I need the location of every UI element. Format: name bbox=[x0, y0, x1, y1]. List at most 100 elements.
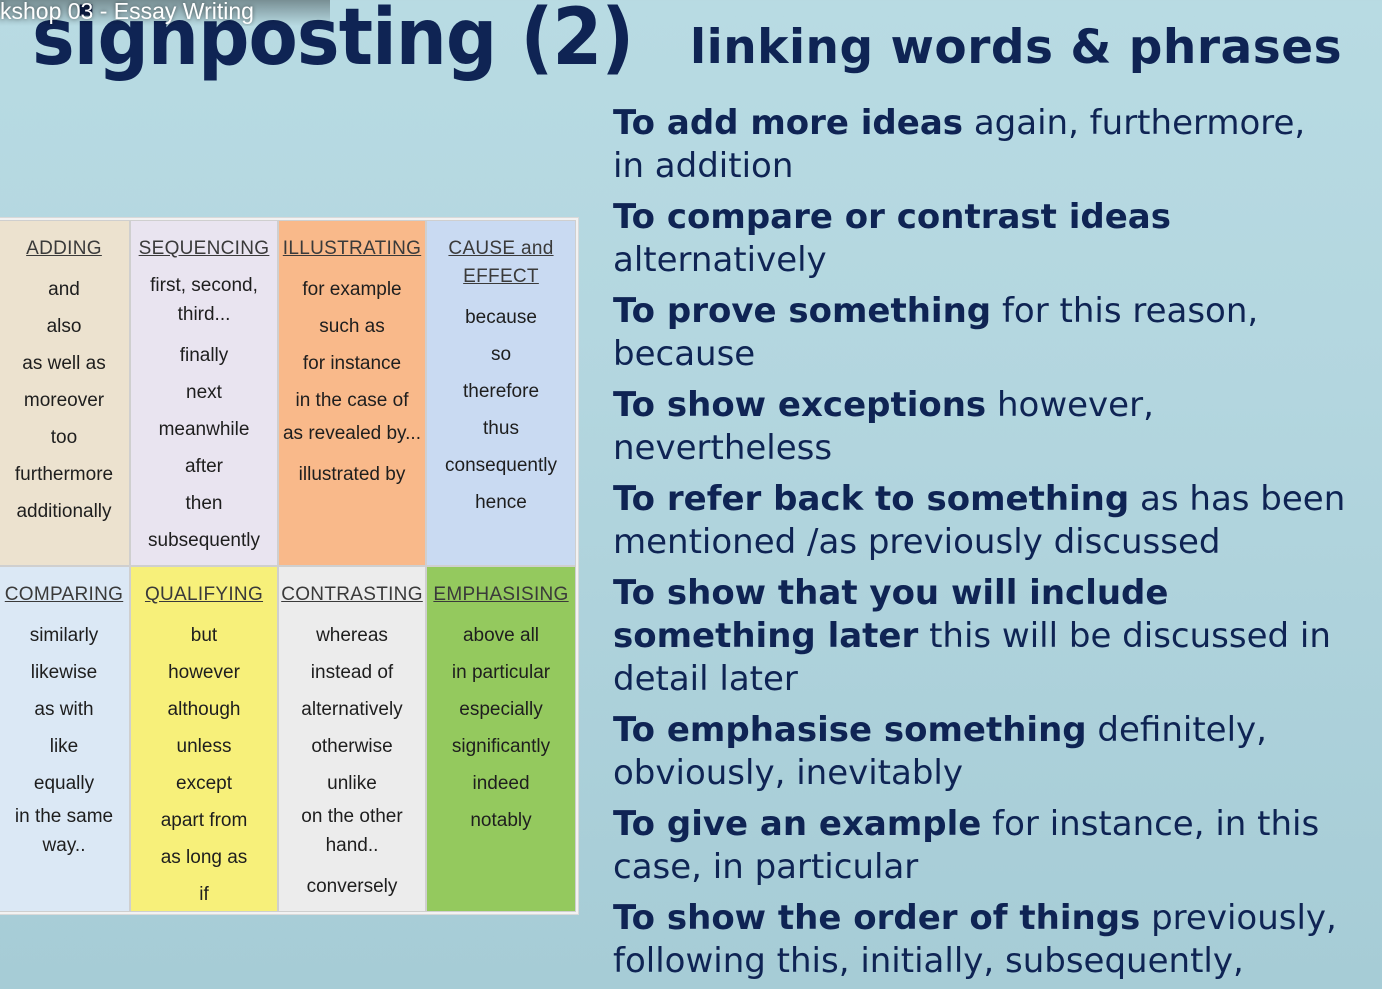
slide-subtitle: linking words & phrases bbox=[690, 20, 1343, 75]
linking-word: hence bbox=[475, 492, 527, 513]
linking-word: also bbox=[46, 316, 82, 337]
linking-word: indeed bbox=[472, 773, 530, 794]
linking-word: instead of bbox=[310, 662, 394, 683]
category-qualifying: QUALIFYING but however although unless e… bbox=[130, 566, 278, 912]
list-item: To show exceptions however, nevertheless bbox=[613, 384, 1382, 470]
linking-word: except bbox=[176, 773, 232, 794]
list-item: To prove something for this reason, beca… bbox=[613, 290, 1382, 376]
linking-word: whereas bbox=[316, 625, 388, 646]
video-title: kshop 03 - Essay Writing bbox=[0, 0, 330, 26]
linking-word: after bbox=[184, 456, 224, 477]
linking-word: as well as bbox=[22, 353, 106, 374]
linking-phrases-list: To add more ideas again, furthermore, in… bbox=[613, 102, 1382, 989]
category-heading: ADDING bbox=[26, 238, 102, 259]
note-examples: as has been mentioned /as previously dis… bbox=[613, 479, 1346, 562]
linking-word: too bbox=[50, 427, 78, 448]
list-item: To refer back to something as has been m… bbox=[613, 478, 1382, 564]
linking-word: on the other hand.. bbox=[301, 806, 403, 856]
linking-word: additionally bbox=[16, 501, 112, 522]
category-heading: QUALIFYING bbox=[144, 584, 264, 605]
linking-word: such as bbox=[319, 316, 385, 337]
linking-word: and bbox=[48, 279, 80, 300]
linking-words-grid: ADDING and also as well as moreover too … bbox=[0, 218, 578, 914]
linking-word: furthermore bbox=[14, 464, 114, 485]
list-item: To show the order of things previously, … bbox=[613, 897, 1382, 983]
list-item: To show that you will include something … bbox=[613, 572, 1382, 701]
category-contrasting: CONTRASTING whereas instead of alternati… bbox=[278, 566, 426, 912]
note-heading: To compare or contrast ideas bbox=[613, 197, 1171, 237]
linking-word: alternatively bbox=[301, 699, 403, 720]
note-heading: To refer back to something bbox=[613, 479, 1130, 519]
linking-word: significantly bbox=[451, 736, 551, 757]
note-examples: however, nevertheless bbox=[613, 385, 1154, 468]
category-heading: SEQUENCING bbox=[138, 238, 270, 259]
linking-word: otherwise bbox=[311, 736, 393, 757]
note-examples: previously, following this, initially, s… bbox=[613, 898, 1337, 981]
linking-word: however bbox=[168, 662, 240, 683]
linking-word: if bbox=[199, 884, 209, 905]
linking-word: as revealed by... bbox=[282, 423, 421, 444]
category-sequencing: SEQUENCING first, second, third... final… bbox=[130, 220, 278, 566]
linking-word: although bbox=[167, 699, 241, 720]
category-emphasising: EMPHASISING above all in particular espe… bbox=[426, 566, 576, 912]
linking-word: thus bbox=[483, 418, 519, 439]
linking-word: apart from bbox=[160, 810, 248, 831]
linking-word: therefore bbox=[462, 381, 540, 402]
linking-word: as with bbox=[34, 699, 94, 720]
note-heading: To show exceptions bbox=[613, 385, 987, 425]
category-heading: CAUSE and EFFECT bbox=[448, 238, 554, 287]
linking-word: for example bbox=[302, 279, 402, 300]
linking-word: moreover bbox=[23, 390, 105, 411]
linking-word: similarly bbox=[29, 625, 99, 646]
category-cause-effect: CAUSE and EFFECT because so therefore th… bbox=[426, 220, 576, 566]
linking-word: notably bbox=[470, 810, 532, 831]
category-heading: EMPHASISING bbox=[433, 584, 569, 605]
linking-word: in particular bbox=[451, 662, 551, 683]
linking-word: first, second, third... bbox=[150, 275, 258, 325]
linking-word: so bbox=[490, 344, 512, 365]
linking-word: meanwhile bbox=[158, 419, 250, 440]
linking-word: because bbox=[465, 307, 537, 328]
linking-word: unlike bbox=[327, 773, 377, 794]
linking-word: in the same way.. bbox=[14, 806, 114, 856]
list-item: To compare or contrast ideas alternative… bbox=[613, 196, 1382, 282]
category-heading: CONTRASTING bbox=[281, 584, 423, 605]
category-comparing: COMPARING similarly likewise as with lik… bbox=[0, 566, 130, 912]
linking-word: likewise bbox=[30, 662, 98, 683]
category-heading: COMPARING bbox=[4, 584, 124, 605]
note-heading: To show the order of things bbox=[613, 898, 1141, 938]
note-examples: for this reason, because bbox=[613, 291, 1259, 374]
linking-word: conversely bbox=[306, 876, 398, 897]
category-adding: ADDING and also as well as moreover too … bbox=[0, 220, 130, 566]
note-examples: alternatively bbox=[613, 240, 827, 280]
note-examples: this will be discussed in detail later bbox=[613, 616, 1331, 699]
linking-word: next bbox=[186, 382, 222, 403]
note-heading: To give an example bbox=[613, 804, 982, 844]
linking-word: like bbox=[49, 736, 79, 757]
note-examples: for instance, in this case, in particula… bbox=[613, 804, 1320, 887]
linking-word: unless bbox=[176, 736, 232, 757]
note-examples: definitely, obviously, inevitably bbox=[613, 710, 1267, 793]
linking-word: especially bbox=[459, 699, 543, 720]
linking-word: for instance bbox=[302, 353, 402, 374]
linking-word: consequently bbox=[445, 455, 557, 476]
note-heading: To show that you will include something … bbox=[613, 573, 1169, 656]
linking-word: finally bbox=[179, 345, 229, 366]
linking-word: above all bbox=[462, 625, 540, 646]
note-heading: To emphasise something bbox=[613, 710, 1087, 750]
linking-word: illustrated by bbox=[298, 464, 406, 485]
note-heading: To add more ideas bbox=[613, 103, 964, 143]
category-illustrating: ILLUSTRATING for example such as for ins… bbox=[278, 220, 426, 566]
linking-word: subsequently bbox=[148, 530, 260, 551]
linking-word: in the case of bbox=[295, 390, 409, 411]
list-item: To give an example for instance, in this… bbox=[613, 803, 1382, 889]
linking-word: as long as bbox=[160, 847, 248, 868]
list-item: To add more ideas again, furthermore, in… bbox=[613, 102, 1382, 188]
category-heading: ILLUSTRATING bbox=[282, 238, 422, 259]
linking-word: then bbox=[185, 493, 223, 514]
list-item: To emphasise something definitely, obvio… bbox=[613, 709, 1382, 795]
slide-title: signposting (2) bbox=[32, 0, 634, 83]
note-heading: To prove something bbox=[613, 291, 992, 331]
linking-word: equally bbox=[33, 773, 95, 794]
linking-word: but bbox=[190, 625, 218, 646]
